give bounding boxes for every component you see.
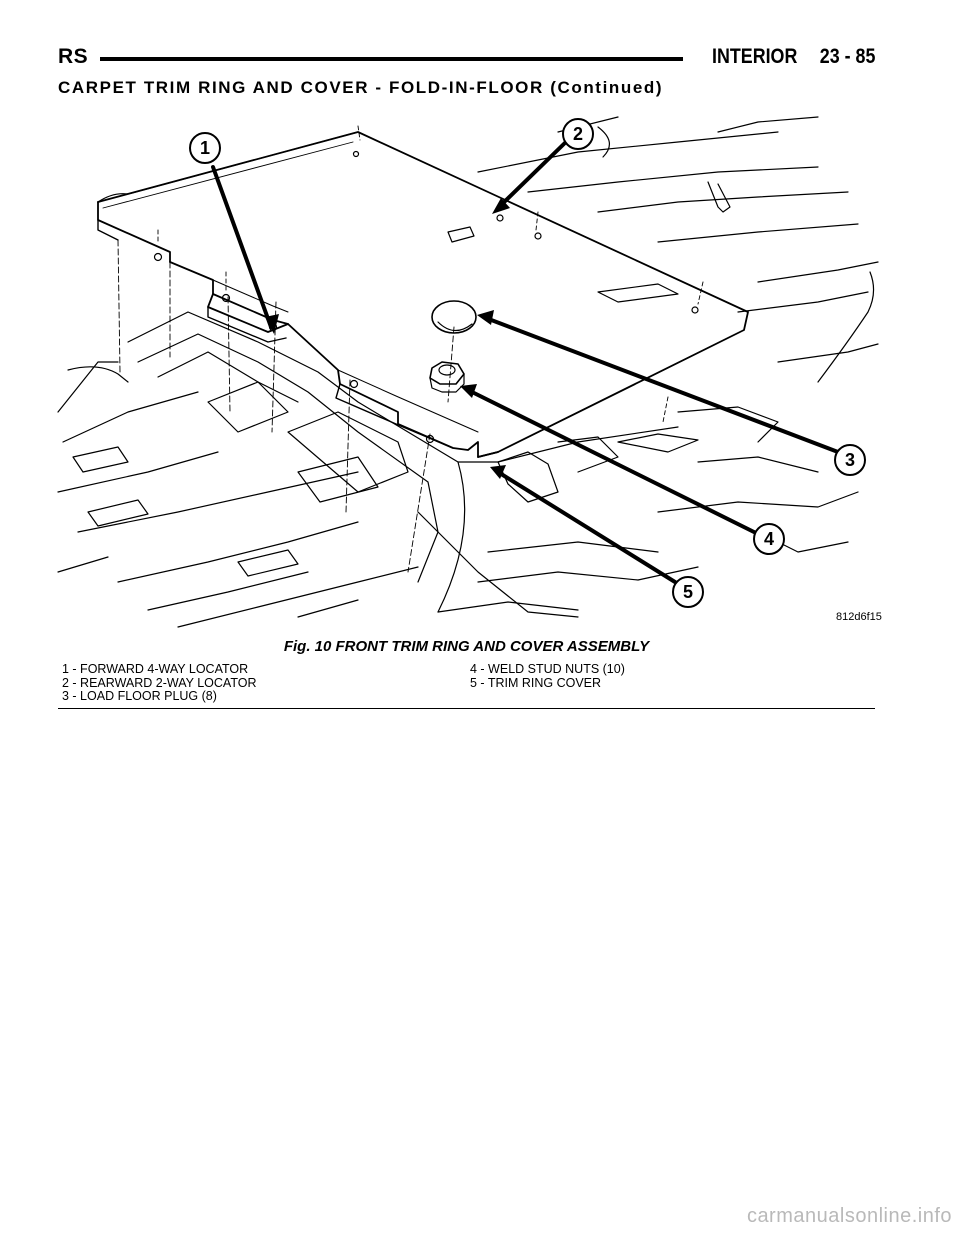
- callout-1-label: 1: [200, 138, 210, 158]
- legend-item: 1 - FORWARD 4-WAY LOCATOR: [62, 662, 249, 676]
- callout-3: 3: [834, 444, 866, 476]
- callout-4-label: 4: [764, 529, 774, 549]
- legend-item: 4 - WELD STUD NUTS (10): [470, 662, 625, 676]
- callout-3-label: 3: [845, 450, 855, 470]
- figure-caption: Fig. 10 FRONT TRIM RING AND COVER ASSEMB…: [283, 638, 650, 655]
- cover-assembly-drawing: 1 2 3 4 5 812d6f15: [57, 116, 882, 628]
- callout-5-label: 5: [683, 582, 693, 602]
- callout-2-label: 2: [573, 124, 583, 144]
- page-subtitle: CARPET TRIM RING AND COVER - FOLD-IN-FLO…: [58, 78, 664, 97]
- legend-left-column: 1 - FORWARD 4-WAY LOCATOR 2 - REARWARD 2…: [62, 662, 257, 704]
- legend-divider: [58, 708, 875, 709]
- legend-item: 5 - TRIM RING COVER: [470, 675, 602, 690]
- image-code: 812d6f15: [836, 611, 882, 623]
- figure-illustration: 1 2 3 4 5 812d6f15: [57, 112, 882, 632]
- watermark: carmanualsonline.info: [746, 1205, 952, 1227]
- page-number: 23 - 85: [819, 45, 875, 68]
- legend-item: 3 - LOAD FLOOR PLUG (8): [62, 689, 217, 703]
- legend-right-column: 4 - WELD STUD NUTS (10) 5 - TRIM RING CO…: [470, 662, 625, 690]
- callout-5: 5: [672, 576, 704, 608]
- callout-2: 2: [562, 118, 594, 150]
- callout-4: 4: [753, 523, 785, 555]
- header-rule: [100, 57, 683, 61]
- vehicle-code: RS: [58, 45, 89, 68]
- legend-item: 2 - REARWARD 2-WAY LOCATOR: [62, 675, 257, 690]
- callout-1: 1: [189, 132, 221, 164]
- page-header: RS INTERIOR 23 - 85: [58, 45, 875, 75]
- section-title: INTERIOR: [711, 45, 797, 68]
